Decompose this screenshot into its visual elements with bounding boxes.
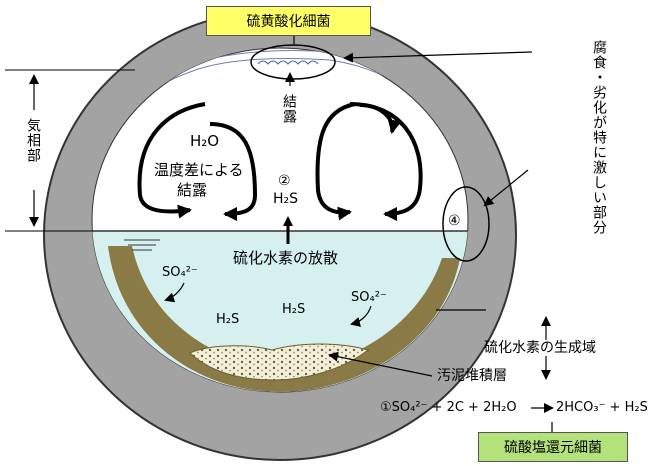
marker-2: ②	[278, 173, 291, 189]
temperature-condensation-label: 温度差による	[154, 161, 244, 179]
corrosion-pointer-top	[343, 51, 533, 63]
corrosion-label: 腐食・劣化が特に激しい部分	[591, 40, 607, 235]
so4-left-label: SO₄²⁻	[162, 265, 198, 280]
diffusion-label: 硫化水素の放散	[233, 249, 339, 267]
sulfate-reducing-bacteria-box: 硫酸塩還元細菌	[478, 432, 628, 462]
so4-left-arrow	[164, 282, 185, 303]
h2s-left-label: H₂S	[216, 312, 240, 327]
h2s-gas-label: H₂S	[273, 191, 299, 207]
convection-arrow-right-inner	[315, 102, 356, 221]
so4-right-label: SO₄²⁻	[351, 290, 387, 305]
equation-left: ①SO₄²⁻ + 2C + 2H₂O	[380, 400, 517, 415]
corrosion-pointer-side	[483, 169, 529, 207]
sulfate-reducing-bacteria-label: 硫酸塩還元細菌	[504, 440, 602, 456]
sulfur-oxidizing-bacteria-label: 硫黄酸化細菌	[246, 14, 331, 30]
convection-arrow-left-outer	[137, 102, 206, 219]
convection-arrow-left-inner	[209, 122, 258, 221]
corrosion-highlight	[442, 186, 490, 262]
h2o-label: H₂O	[190, 132, 220, 150]
so4-right-arrow	[350, 305, 372, 327]
sulfur-oxidizing-bacteria-box: 硫黄酸化細菌	[206, 6, 371, 36]
gas-phase-label: 気相部	[25, 118, 41, 163]
convection-arrow-top-right	[359, 103, 402, 134]
condensation-label: 結露	[281, 94, 297, 124]
sludge-label: 汚泥堆積層	[437, 368, 507, 384]
sludge-deposit-texture	[190, 344, 368, 380]
droplets	[257, 60, 319, 65]
sludge-pointer	[328, 351, 433, 377]
marker-4: ④	[448, 213, 461, 229]
equation-right: 2HCO₃⁻ + H₂S	[556, 400, 648, 415]
generation-zone-label: 硫化水素の生成域	[484, 340, 596, 356]
temperature-condensation-label-2: 結露	[177, 181, 208, 199]
h2s-mid-label: H₂S	[282, 302, 306, 317]
